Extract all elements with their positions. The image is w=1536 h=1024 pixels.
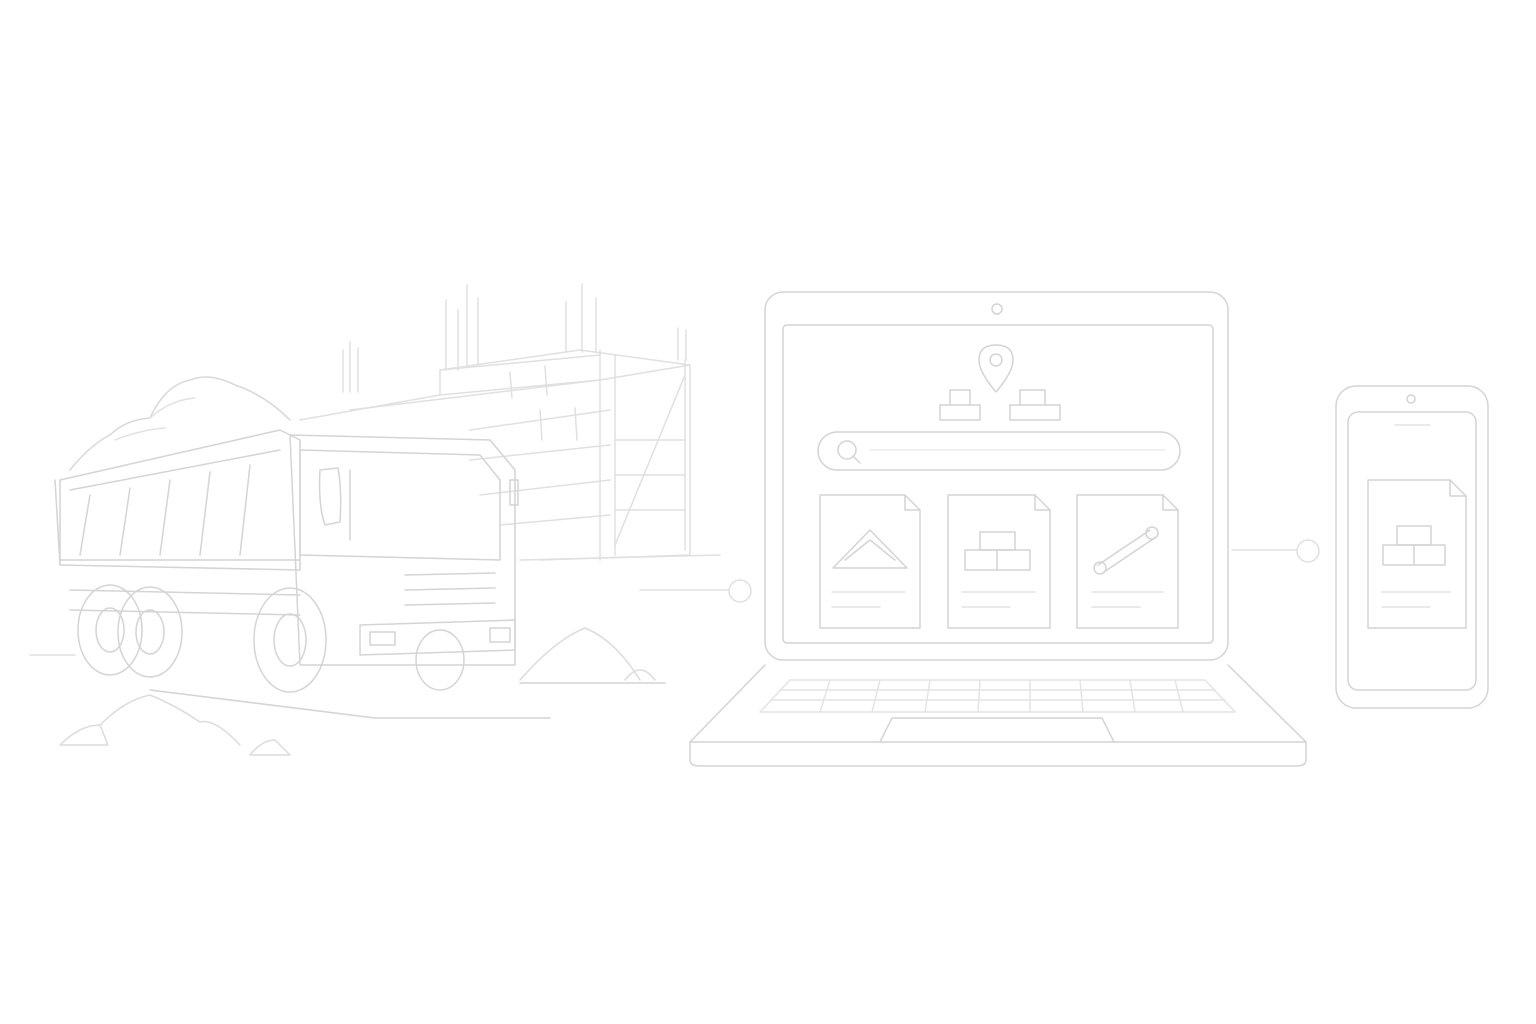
laptop-icon (690, 292, 1306, 766)
document-icon (1368, 480, 1466, 628)
connector-lines (640, 540, 1319, 602)
product-card-sand[interactable] (820, 495, 920, 628)
search-bar[interactable] (818, 432, 1180, 470)
dump-truck-icon (30, 377, 665, 718)
bricks-icon (1383, 526, 1445, 565)
product-card-rebar[interactable] (1077, 495, 1178, 628)
sand-pile-icon (833, 530, 907, 568)
product-card-bricks[interactable] (948, 495, 1050, 628)
search-icon (838, 441, 860, 463)
map-pin-icon (979, 345, 1013, 392)
building-under-construction-icon (300, 284, 720, 560)
document-icon (948, 495, 1050, 628)
document-icon (820, 495, 920, 628)
phone-screen (1368, 480, 1466, 628)
sand-pile-icon (60, 628, 655, 755)
product-card-bricks-mobile[interactable] (1368, 480, 1466, 628)
smartphone-icon (1336, 386, 1488, 708)
laptop-screen (818, 345, 1180, 628)
bricks-icon (965, 532, 1030, 570)
document-icon (1077, 495, 1178, 628)
rebar-icon (1094, 527, 1158, 574)
bricks-icon (940, 390, 1060, 420)
